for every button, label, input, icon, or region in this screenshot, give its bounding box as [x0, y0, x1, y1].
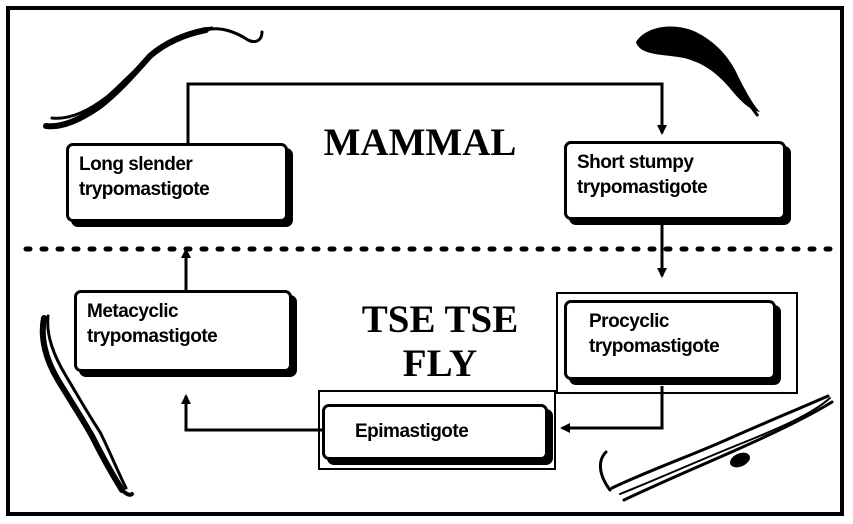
stage-label-line1: Procyclic — [589, 309, 763, 334]
epimastigote-box: Epimastigote — [322, 404, 548, 460]
stage-label-line1: Short stumpy — [577, 150, 773, 175]
stage-label-line2: trypomastigote — [589, 334, 763, 359]
procyclic-trypomastigote-box: Procyclic trypomastigote — [564, 300, 776, 380]
stage-label-line2: trypomastigote — [87, 324, 279, 349]
epimastigote-parasite-illustration — [600, 396, 832, 500]
stage-label-line2: trypomastigote — [577, 175, 773, 200]
metacyclic-trypomastigote-box: Metacyclic trypomastigote — [74, 290, 292, 372]
long-slender-parasite-illustration — [46, 28, 262, 126]
mammal-host-label: MAMMAL — [310, 120, 530, 166]
arrow-epimastigote-to-metacyclic — [186, 396, 323, 430]
long-slender-trypomastigote-box: Long slender trypomastigote — [66, 143, 288, 222]
stage-label-line2: trypomastigote — [79, 177, 275, 202]
short-stumpy-trypomastigote-box: Short stumpy trypomastigote — [564, 141, 786, 220]
tsetse-label-line2: FLY — [340, 342, 540, 386]
tsetse-fly-host-label: TSE TSE FLY — [340, 298, 540, 386]
tsetse-label-line1: TSE TSE — [340, 298, 540, 342]
stage-label-line1: Long slender — [79, 152, 275, 177]
short-stumpy-parasite-illustration — [636, 27, 760, 116]
stage-label-line1: Epimastigote — [355, 419, 535, 444]
stage-label-line1: Metacyclic — [87, 299, 279, 324]
